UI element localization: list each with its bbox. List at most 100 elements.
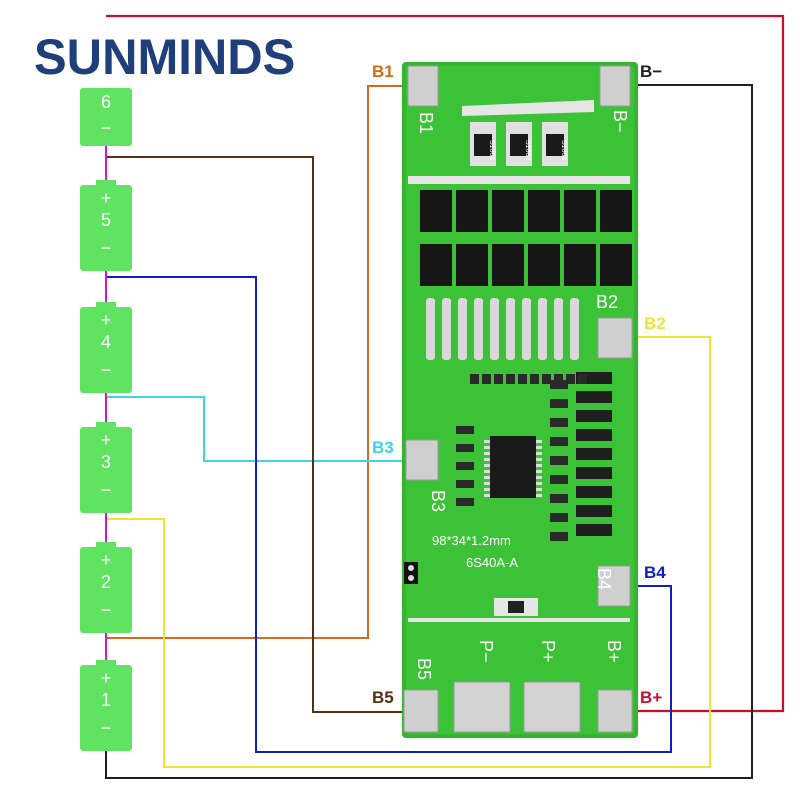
pcb-inner-shade xyxy=(406,66,634,734)
solder-trace xyxy=(426,298,435,360)
wire-b4 xyxy=(106,276,672,753)
wire-bminus xyxy=(105,84,753,779)
cell-top-label: + xyxy=(100,550,112,570)
mosfet xyxy=(420,244,452,286)
smd-part xyxy=(550,456,568,465)
ic-pin xyxy=(484,452,490,455)
silk-b3: B3 xyxy=(428,490,448,512)
silk-b1: B1 xyxy=(416,112,436,134)
smd-part xyxy=(456,444,474,452)
bottom-divider xyxy=(408,618,630,622)
cell-num-label: 4 xyxy=(100,332,111,352)
smd-part xyxy=(456,480,474,488)
solder-traces xyxy=(426,298,579,360)
wire-bplus xyxy=(106,14,785,713)
cell-bottom-label: − xyxy=(100,360,112,380)
ic-pin xyxy=(536,494,542,497)
smd-part xyxy=(518,374,527,384)
mosfet xyxy=(600,244,632,286)
ic-pin xyxy=(536,488,542,491)
silk-b5: B5 xyxy=(414,658,434,680)
solder-trace xyxy=(570,298,579,360)
smd-part xyxy=(550,513,568,522)
wire-b2 xyxy=(106,336,711,768)
battery-cell xyxy=(80,665,132,751)
smd-components xyxy=(456,372,612,541)
mosfet xyxy=(600,190,632,232)
cell-num-label: 3 xyxy=(100,452,111,472)
smd-part xyxy=(530,374,539,384)
silk-pplus: P+ xyxy=(538,640,558,663)
ic-pins xyxy=(484,440,542,497)
solder-trace xyxy=(474,298,483,360)
smd-part xyxy=(576,429,612,441)
ic-pin xyxy=(536,470,542,473)
wire-b5 xyxy=(106,156,418,713)
cell-top-label: + xyxy=(100,310,112,330)
battery-cell xyxy=(80,88,132,146)
ic-pin xyxy=(484,440,490,443)
smd-part xyxy=(456,426,474,434)
silk-bminus: B− xyxy=(610,110,630,133)
mosfet xyxy=(456,190,488,232)
cell-cap xyxy=(96,180,116,186)
battery-cell xyxy=(80,427,132,513)
smd-part xyxy=(550,418,568,427)
cell-top-label: + xyxy=(100,430,112,450)
via-hole-2 xyxy=(408,575,414,581)
resistor-2-code: S1003 xyxy=(524,140,531,160)
silk-pminus: P− xyxy=(476,640,496,663)
ic-pin xyxy=(484,476,490,479)
via-hole-1 xyxy=(408,565,414,571)
pad-bplus xyxy=(597,689,633,733)
ic-pin xyxy=(536,452,542,455)
solder-trace xyxy=(442,298,451,360)
smd-part xyxy=(576,448,612,460)
cell-bottom-label: − xyxy=(100,480,112,500)
cell-cap xyxy=(96,422,116,428)
smd-part xyxy=(550,437,568,446)
label-b1: B1 xyxy=(372,62,394,81)
cell-num-label: 1 xyxy=(100,690,111,710)
brand-logo: SUNMINDS xyxy=(34,29,296,85)
ic-pin xyxy=(484,464,490,467)
ic-pin xyxy=(536,446,542,449)
wire-b1 xyxy=(106,85,420,639)
cell-top-label: 6 xyxy=(100,92,111,112)
cell-bottom-label: − xyxy=(100,118,112,138)
smd-part xyxy=(576,467,612,479)
ic-pin xyxy=(484,470,490,473)
cell-cap xyxy=(96,542,116,548)
smd-part xyxy=(576,524,612,536)
ic-pin xyxy=(536,440,542,443)
mosfet xyxy=(528,244,560,286)
cell-top-label: + xyxy=(100,668,112,688)
cell-top-label: + xyxy=(100,188,112,208)
model-text: 6S40A-A xyxy=(466,555,518,570)
smd-part xyxy=(554,374,563,384)
pad-pplus xyxy=(523,681,581,733)
silk-b4: B4 xyxy=(594,568,614,590)
battery-cell xyxy=(80,307,132,393)
label-bminus: B− xyxy=(640,62,663,81)
label-bplus: B+ xyxy=(640,688,663,707)
smd-part xyxy=(550,475,568,484)
resistor-1-code: S1003 xyxy=(488,140,495,160)
solder-trace xyxy=(506,298,515,360)
smd-part xyxy=(576,410,612,422)
mosfet xyxy=(492,190,524,232)
ic-pin xyxy=(484,458,490,461)
smd-part xyxy=(482,374,491,384)
pad-bminus xyxy=(599,65,631,107)
solder-trace xyxy=(554,298,563,360)
mosfet xyxy=(456,244,488,286)
solder-trace xyxy=(490,298,499,360)
mosfet xyxy=(492,244,524,286)
ic-pin xyxy=(484,482,490,485)
pad-b5 xyxy=(403,689,439,733)
label-b2: B2 xyxy=(644,314,666,333)
smd-part xyxy=(506,374,515,384)
ic-pin xyxy=(536,476,542,479)
